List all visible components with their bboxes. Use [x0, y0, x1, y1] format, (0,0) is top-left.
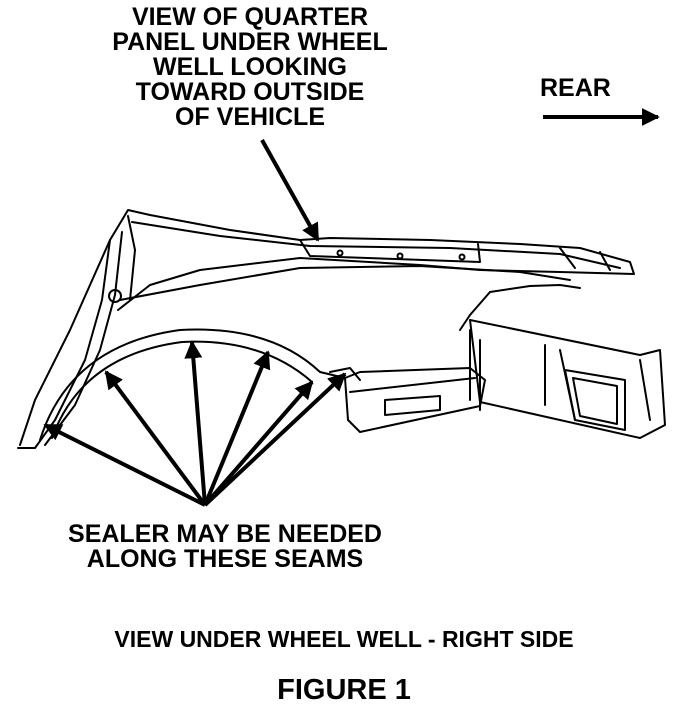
sealer-arrow-1: [43, 423, 206, 507]
sealer-note-label: SEALER MAY BE NEEDED ALONG THESE SEAMS: [68, 520, 382, 573]
wheel-arch: [39, 328, 346, 441]
sealer-arrow-2: [104, 370, 207, 507]
sealer-arrow-3: [184, 340, 207, 506]
figure-number: FIGURE 1: [277, 674, 411, 706]
panel-flange: [131, 221, 621, 269]
stiffener-plate: [299, 239, 481, 263]
sealer-arrow-4: [203, 350, 271, 506]
rear-direction-label: REAR: [540, 74, 611, 102]
rear-structure: [459, 284, 581, 331]
quarter-panel-outline: [19, 209, 635, 446]
pillar: [17, 239, 111, 449]
floor-panel: [344, 367, 486, 433]
sealer-arrows: [43, 340, 347, 507]
sealer-arrow-6: [203, 372, 347, 507]
figure-caption: VIEW UNDER WHEEL WELL - RIGHT SIDE: [114, 626, 574, 652]
panel-leader-arrow: [260, 139, 320, 242]
body-crease: [119, 265, 571, 301]
rear-cutout: [564, 369, 626, 431]
view-description-label: VIEW OF QUARTER PANEL UNDER WHEEL WELL L…: [112, 3, 388, 131]
sealer-arrow-5: [203, 380, 314, 507]
